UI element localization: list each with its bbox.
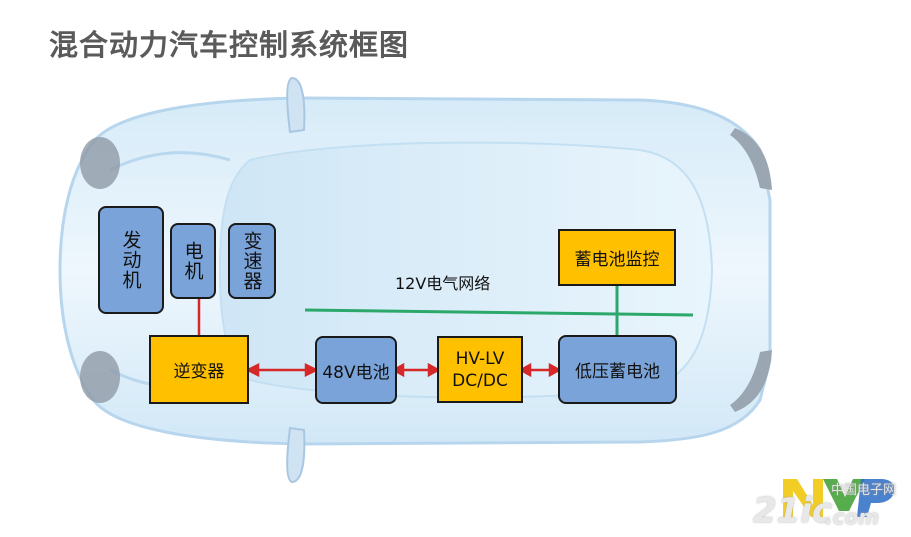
headlight-bottom — [80, 351, 120, 403]
dcdc-block: HV-LV DC/DC — [437, 336, 523, 403]
battery-48v-block: 48V电池 — [315, 336, 397, 404]
engine-block: 发动机 — [98, 206, 164, 314]
engine-label: 发动机 — [119, 230, 142, 290]
watermark-site-name: 中国电子网 — [831, 483, 897, 498]
taillight-top — [730, 128, 772, 190]
inverter-label: 逆变器 — [173, 362, 225, 382]
headlight-top — [80, 137, 120, 189]
dcdc-label-line1: HV-LV — [455, 348, 505, 369]
taillight-bottom — [730, 350, 772, 412]
motor-label: 电机 — [181, 241, 204, 281]
network-label: 12V电气网络 — [395, 274, 491, 293]
page-title: 混合动力汽车控制系统框图 — [49, 28, 410, 62]
battery-monitor-label: 蓄电池监控 — [574, 250, 660, 270]
watermark-domain: .com — [825, 505, 880, 529]
battery-48v-label: 48V电池 — [322, 362, 390, 383]
mirror-top — [286, 76, 306, 134]
mirror-bottom — [286, 426, 306, 484]
watermark-logo: 21ic .com 中国电子网 — [753, 471, 903, 531]
battery-monitor-block: 蓄电池监控 — [558, 229, 676, 286]
dcdc-label-line2: DC/DC — [452, 370, 508, 391]
transmission-block: 变速器 — [228, 223, 276, 299]
motor-block: 电机 — [170, 223, 216, 299]
inverter-block: 逆变器 — [149, 335, 249, 404]
watermark-brand: 21ic — [753, 491, 833, 531]
transmission-label: 变速器 — [240, 231, 263, 291]
network-bus-line — [304, 308, 694, 317]
lv-battery-label: 低压蓄电池 — [575, 362, 660, 382]
watermark-graphic — [783, 479, 895, 517]
lv-battery-block: 低压蓄电池 — [558, 335, 677, 404]
